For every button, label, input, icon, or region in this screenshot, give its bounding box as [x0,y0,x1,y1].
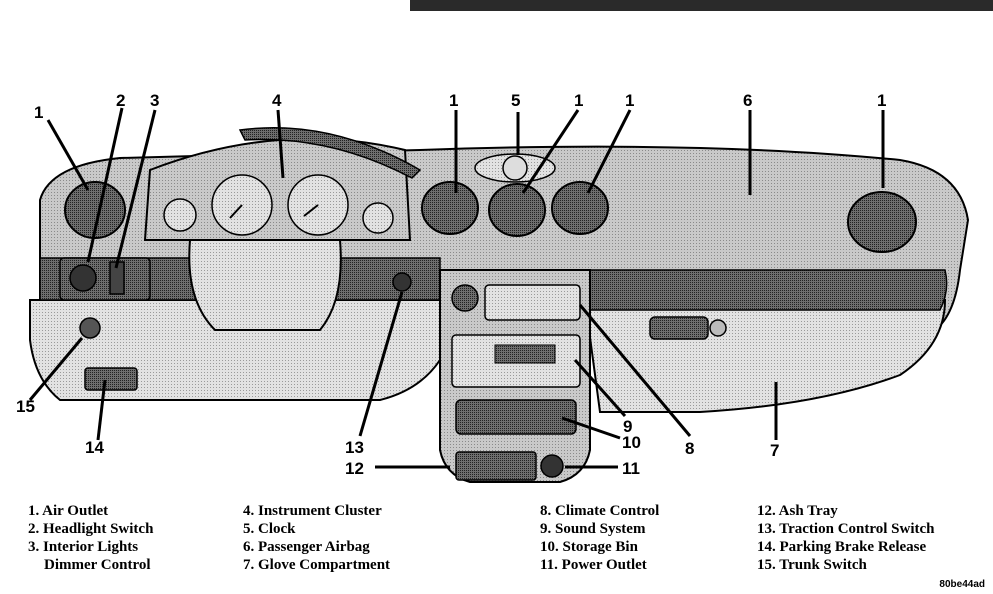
air-outlet-center [488,183,546,237]
legend-item: 4. Instrument Cluster [243,503,382,519]
gauge-small-left [163,198,197,232]
trunk-switch [79,317,101,339]
legend-column-3: 8. Climate Control 9. Sound System 10. S… [540,502,659,574]
legend-item: 13. Traction Control Switch [757,521,935,537]
ash-tray [455,451,537,481]
legend-column-4: 12. Ash Tray 13. Traction Control Switch… [757,502,935,574]
callout-4: 4 [272,91,282,110]
gauge-small-right [362,202,394,234]
storage-bin [455,399,577,435]
trim-band-right [584,269,948,311]
header-bar [410,0,993,11]
legend-item: 7. Glove Compartment [243,557,391,573]
legend-item: 6. Passenger Airbag [243,539,370,555]
callout-9: 9 [623,417,632,436]
callout-1a: 1 [34,103,43,122]
callout-leaders [28,107,885,469]
legend-item: 9. Sound System [540,521,646,537]
image-code: 80be44ad [939,579,985,590]
callout-1b: 1 [449,91,458,110]
glove-compartment [583,299,947,413]
clock-face [502,155,528,181]
legend-column-2: 4. Instrument Cluster 5. Clock 6. Passen… [243,502,390,574]
glove-box-handle [649,316,709,340]
air-outlet-center-right [551,181,609,235]
callout-5: 5 [511,91,520,110]
legend-item: 10. Storage Bin [540,539,638,555]
legend-item: 11. Power Outlet [540,557,647,573]
legend-item: 8. Climate Control [540,503,660,519]
callout-7: 7 [770,441,779,460]
legend-item: 3. Interior Lights [28,539,139,555]
dashboard-diagram: 1 2 3 4 1 5 1 1 6 1 7 8 9 10 11 12 13 14… [16,91,970,483]
cluster-visor [238,127,422,179]
legend-item: Dimmer Control [44,557,151,573]
callout-12: 12 [345,459,364,478]
callout-8: 8 [685,439,694,458]
headlight-switch [69,264,97,292]
climate-control-unit [484,284,581,321]
legend-column-1: 1. Air Outlet 2. Headlight Switch 3. Int… [28,502,153,574]
callout-14: 14 [85,438,104,457]
callout-6: 6 [743,91,752,110]
callout-15: 15 [16,397,35,416]
legend-item: 15. Trunk Switch [757,557,867,573]
power-outlet [540,454,564,478]
stack-knob [451,284,479,312]
traction-control-switch [392,272,412,292]
parking-brake-release [84,367,138,391]
air-outlet-right [847,191,917,253]
legend-item: 12. Ash Tray [757,503,838,519]
callout-13: 13 [345,438,364,457]
glove-box-lock [709,319,727,337]
legend-item: 14. Parking Brake Release [757,539,927,555]
air-outlet-center-left [421,181,479,235]
steering-column [188,239,342,331]
callout-1e: 1 [877,91,886,110]
callout-10: 10 [622,433,641,452]
legend-item: 2. Headlight Switch [28,521,154,537]
air-outlet-left [64,181,126,239]
callout-1d: 1 [625,91,634,110]
callout-1c: 1 [574,91,583,110]
legend-item: 5. Clock [243,521,296,537]
callout-2: 2 [116,91,125,110]
callout-11: 11 [622,459,640,478]
callout-3: 3 [150,91,159,110]
legend-item: 1. Air Outlet [28,503,109,519]
